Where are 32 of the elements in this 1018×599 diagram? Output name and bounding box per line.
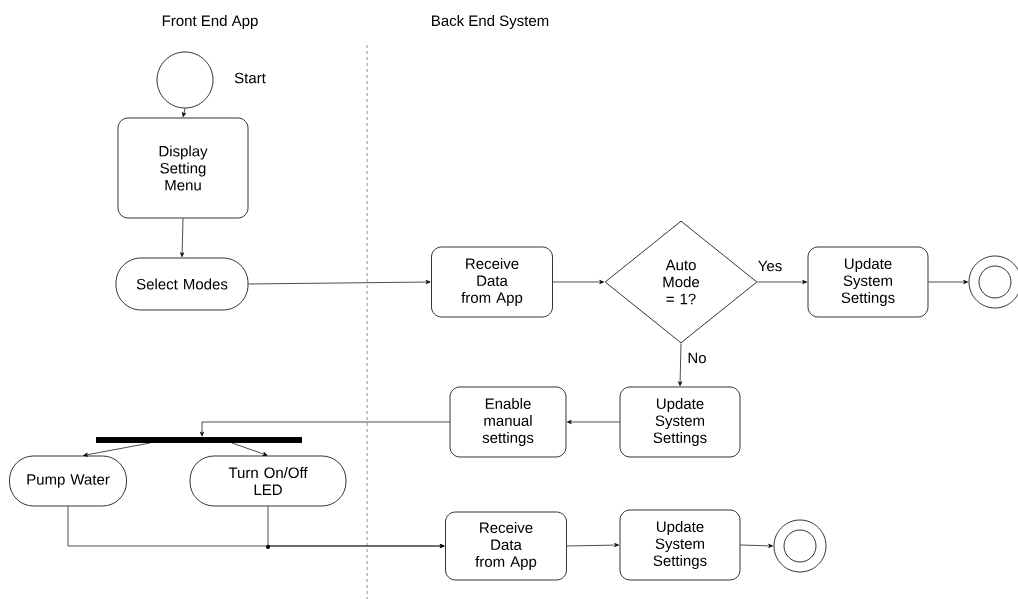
arrow (928, 279, 969, 285)
edge-label: No (686, 351, 708, 365)
arrow (566, 543, 620, 548)
edge-label: Yes (756, 259, 784, 273)
lane-heading: Front End App (162, 15, 258, 29)
arrow (180, 218, 185, 258)
process-box: Receive Data from App (431, 246, 553, 318)
arrow (83, 442, 151, 457)
process-box: Enable manual settings (449, 386, 567, 458)
arrow (182, 108, 187, 118)
arrow (267, 506, 445, 549)
arrow (740, 543, 774, 548)
arrow (248, 280, 431, 285)
action-box: Turn On/Off LED (189, 455, 347, 507)
process-box: Update System Settings (619, 386, 741, 458)
process-box: Display Setting Menu (117, 117, 249, 219)
arrow (552, 279, 605, 285)
process-box: Receive Data from App (445, 511, 567, 581)
end-circle (968, 255, 1018, 309)
start-circle (156, 51, 214, 109)
arrow (566, 419, 620, 425)
lane-heading: Back End System (432, 15, 549, 29)
action-box: Select Modes (115, 257, 249, 311)
action-box: Pump Water (9, 455, 127, 507)
arrow (231, 442, 268, 456)
arrow (678, 343, 683, 387)
arrow (199, 421, 450, 437)
node-caption: Start (234, 72, 266, 84)
process-box: Update System Settings (619, 509, 741, 581)
arrow (757, 279, 808, 285)
process-box: Update System Settings (807, 246, 929, 318)
end-circle (773, 519, 827, 573)
